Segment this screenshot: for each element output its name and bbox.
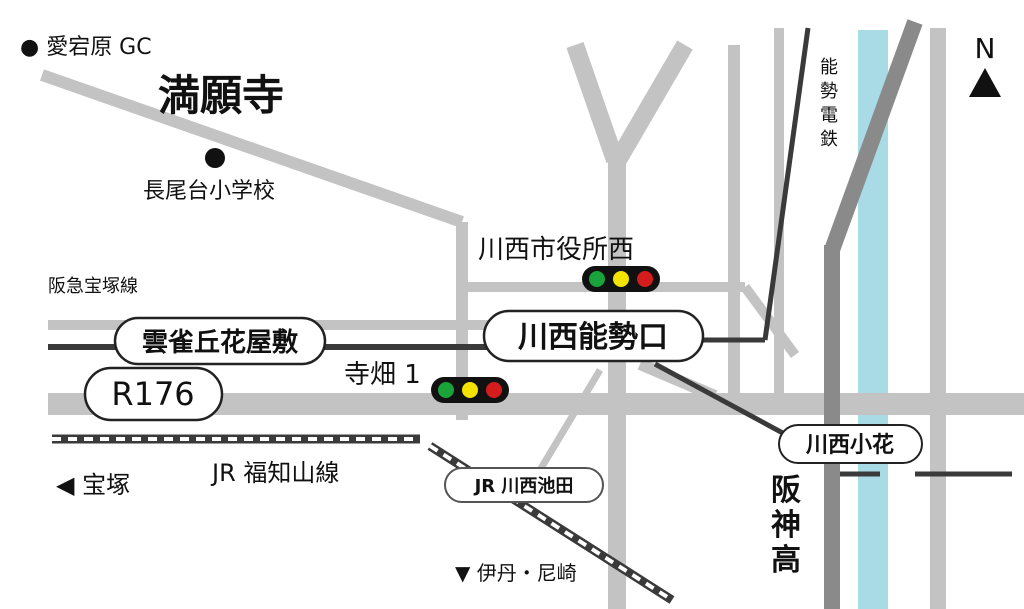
nose-char-1: 能 — [820, 57, 838, 78]
signal-city-office-west — [582, 266, 660, 292]
signal-yellow-icon — [613, 271, 629, 287]
nose-char-3: 電 — [820, 105, 838, 126]
hankyu-branch-obana — [653, 361, 807, 448]
school-marker-icon — [205, 148, 225, 168]
badge-frame — [778, 424, 923, 464]
nose-railway — [762, 27, 811, 341]
road-station-link — [536, 368, 604, 472]
badge-frame — [444, 467, 604, 503]
nose-char-4: 鉄 — [820, 129, 838, 150]
itami-amagasaki-direction-label: ▼ 伊丹・尼崎 — [455, 561, 577, 585]
hibarigaoka-label: 雲雀丘花屋敷 — [142, 327, 299, 358]
nose-railway-label: 能 勢 電 鉄 — [820, 57, 838, 150]
hanshin-char-3: 高 — [771, 543, 801, 578]
city-office-west-label: 川西市役所西 — [478, 235, 634, 265]
road-north-right — [610, 40, 693, 165]
north-arrow-icon — [969, 68, 1001, 97]
signal-green-icon — [589, 271, 605, 287]
badge-frame — [113, 316, 327, 366]
temple-label: 満願寺 — [158, 71, 284, 120]
jr-line-label: JR 福知山線 — [210, 459, 339, 487]
kawanishi-noseguchi-station-badge: 川西能勢口 — [482, 309, 705, 363]
hanshin-char-1: 阪 — [771, 473, 801, 508]
road-north-left — [566, 42, 624, 163]
hibarigaoka-station-badge: 雲雀丘花屋敷 — [113, 316, 327, 366]
takarazuka-direction-label: ◀ 宝塚 — [56, 471, 130, 499]
kawanishi-obana-station-badge: 川西小花 — [778, 424, 923, 464]
jr-kawanishi-ikeda-label: JR 川西池田 — [473, 475, 574, 497]
hanshin-char-2: 神 — [771, 508, 801, 543]
jr-fukuchiyama-line — [52, 434, 675, 604]
road-mangan-ji — [40, 69, 464, 228]
expressway-diagonal — [824, 19, 923, 253]
hankyu-line-label: 阪急宝塚線 — [48, 276, 138, 297]
kawanishi-noseguchi-label: 川西能勢口 — [518, 320, 668, 355]
nose-char-2: 勢 — [820, 81, 838, 102]
route-label: R176 — [111, 375, 194, 413]
badge-frame — [482, 309, 705, 363]
signal-green-icon — [438, 382, 454, 398]
terabata-label: 寺畑 1 — [344, 360, 421, 390]
signal-yellow-icon — [462, 382, 478, 398]
badge-frame — [83, 366, 224, 422]
jr-kawanishi-ikeda-station-badge: JR 川西池田 — [444, 467, 604, 503]
signal-terabata — [431, 377, 509, 403]
north-compass: N — [969, 32, 1001, 97]
school-label: 長尾台小学校 — [143, 179, 275, 204]
golf-course-label: ● 愛宕原 GC — [20, 35, 152, 60]
signal-red-icon — [637, 271, 653, 287]
kawanishi-obana-label: 川西小花 — [805, 432, 894, 458]
signal-red-icon — [486, 382, 502, 398]
compass-letter: N — [975, 32, 996, 65]
hanshin-expressway-label: 阪 神 高 — [771, 473, 801, 578]
route-176-badge: R176 — [83, 366, 224, 422]
